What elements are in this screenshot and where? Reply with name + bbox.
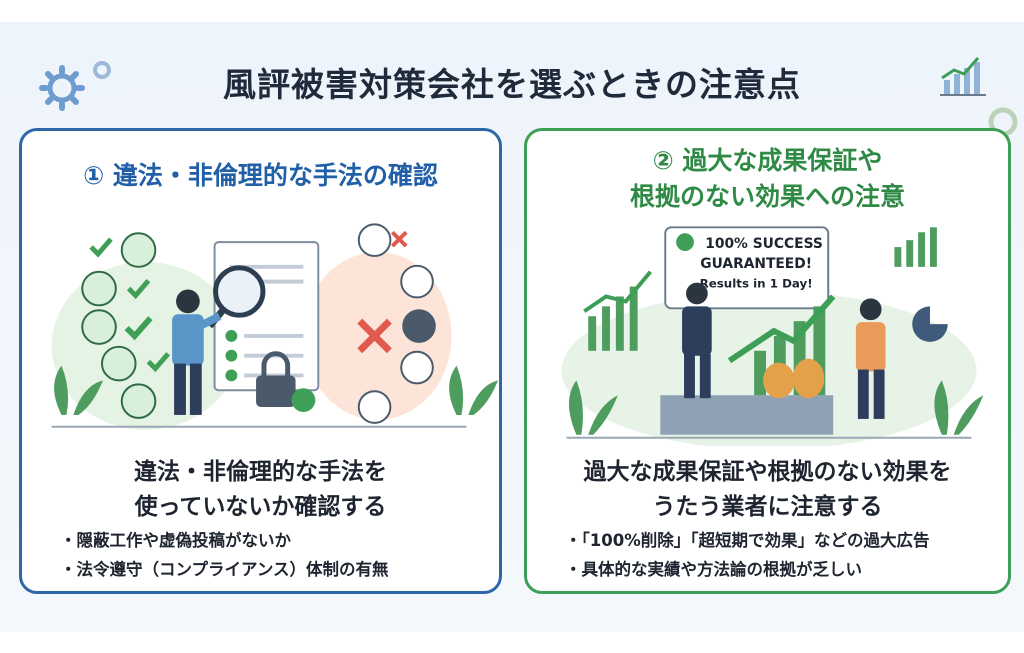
pie-chart-icon xyxy=(912,306,948,342)
bullet-list: 隠蔽工作や虚偽投稿がないか 法令遵守（コンプライアンス）体制の有無 xyxy=(60,526,389,584)
lock-icon xyxy=(256,375,296,408)
approved-practices xyxy=(81,232,171,419)
illustration-inspection xyxy=(51,223,499,430)
megaphone-icon xyxy=(120,383,157,419)
summary-line: 違法・非倫理的な手法を xyxy=(134,459,387,485)
forbidden-practices xyxy=(357,223,436,424)
summary: 違法・非倫理的な手法を 使っていないか確認する xyxy=(22,455,499,525)
gear-icon xyxy=(39,61,111,111)
hacker-icon xyxy=(402,309,436,343)
spy-icon xyxy=(400,350,434,385)
page-title: 風評被害対策会社を選ぶときの注意点 xyxy=(223,65,801,104)
check-icon xyxy=(124,316,153,341)
document-illustration xyxy=(206,241,320,412)
document-icon xyxy=(81,270,117,307)
check-icon xyxy=(126,279,151,300)
summary-line: 使っていないか確認する xyxy=(134,494,387,520)
skeptical-person xyxy=(855,298,886,419)
plant-icon xyxy=(934,380,984,435)
bar-chart-icon xyxy=(940,57,986,96)
salesperson xyxy=(682,282,712,399)
fake-chat-icon xyxy=(400,264,434,299)
plant-icon xyxy=(449,365,499,415)
sign-text: GUARANTEED! xyxy=(700,256,812,272)
growth-chart xyxy=(583,270,652,351)
bullet-item: 法令遵守（コンプライアンス）体制の有無 xyxy=(60,555,389,584)
x-mark-icon xyxy=(390,230,408,248)
handshake-icon xyxy=(120,232,157,268)
fake-review-icon xyxy=(357,223,392,257)
shield-check-icon xyxy=(291,388,316,412)
bullet-item: 隠蔽工作や虚偽投稿がないか xyxy=(60,526,389,555)
forbidden-doc-icon xyxy=(357,390,392,424)
card-illegal-methods: ① 違法・非倫理的な手法の確認 xyxy=(19,128,502,594)
bullet-item: 「100%削除」「超短期で効果」などの過大広告 xyxy=(565,526,930,555)
card-heading: ① 違法・非倫理的な手法の確認 xyxy=(83,161,438,190)
mini-chart-icon xyxy=(894,227,937,267)
thumbs-up-icon xyxy=(101,345,137,382)
sign-text: Results in 1 Day! xyxy=(700,277,813,291)
podium xyxy=(660,395,834,435)
plant-icon xyxy=(568,380,618,435)
check-icon xyxy=(89,237,113,258)
card-heading-line: ② 過大な成果保証や xyxy=(652,146,883,175)
inspector-person xyxy=(172,289,222,415)
sign-text: 100% SUCCESS xyxy=(705,236,823,252)
card-heading-line: 根拠のない効果への注意 xyxy=(629,182,905,211)
x-mark-icon xyxy=(357,318,392,354)
summary-line: うたう業者に注意する xyxy=(652,494,883,520)
money-bag-icon xyxy=(763,358,825,399)
card-exaggerated-claims: ② 過大な成果保証や 根拠のない効果への注意 100% SUCCESS GUAR… xyxy=(524,128,1011,594)
summary-line: 過大な成果保証や根拠のない効果を xyxy=(583,459,952,485)
magnifier-icon xyxy=(213,265,266,318)
illustration-guarantee: 100% SUCCESS GUARANTEED! Results in 1 Da… xyxy=(561,226,984,446)
card-heading: ② 過大な成果保証や 根拠のない効果への注意 xyxy=(527,143,1008,215)
chat-icon xyxy=(81,309,117,345)
plant-icon xyxy=(54,365,103,415)
summary: 過大な成果保証や根拠のない効果を うたう業者に注意する xyxy=(527,455,1008,525)
bullet-item: 具体的な実績や方法論の根拠が乏しい xyxy=(565,555,929,584)
check-icon xyxy=(146,352,171,373)
bullet-list: 「100%削除」「超短期で効果」などの過大広告 具体的な実績や方法論の根拠が乏し… xyxy=(565,526,930,584)
